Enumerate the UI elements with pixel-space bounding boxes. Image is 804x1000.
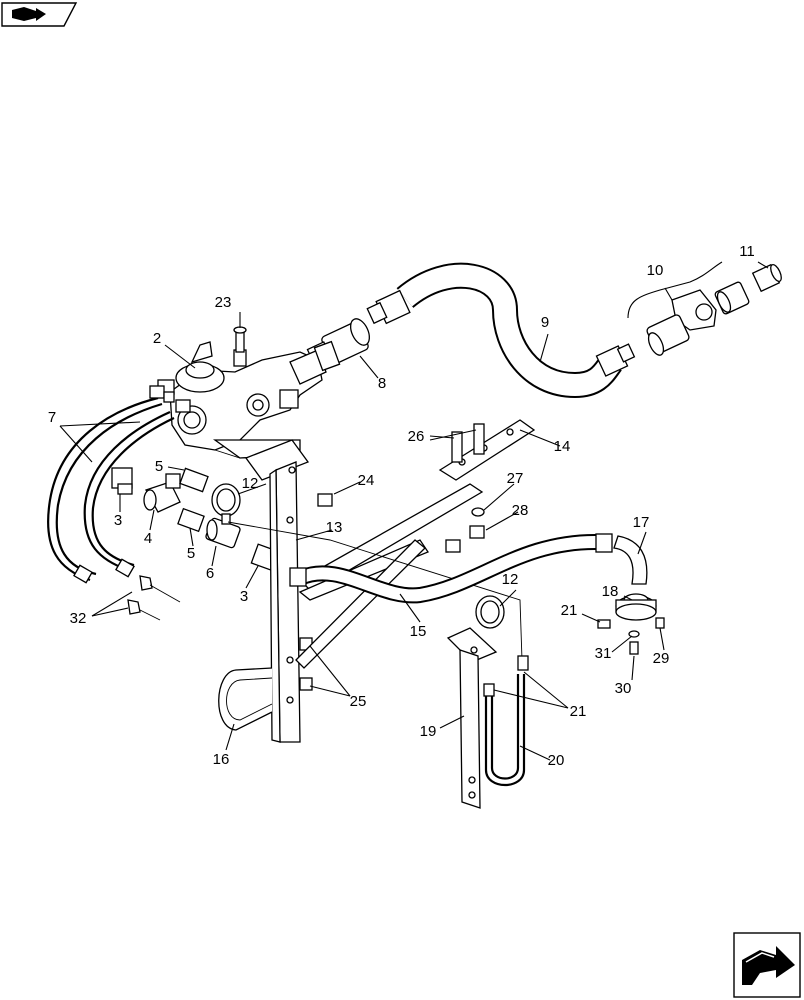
elbow-17 bbox=[613, 535, 648, 585]
callout-28: 28 bbox=[512, 502, 529, 519]
tee-fitting-4 bbox=[143, 473, 181, 513]
callout-15: 15 bbox=[410, 623, 427, 640]
washer-27 bbox=[471, 507, 485, 517]
callout-12: 12 bbox=[502, 571, 519, 588]
hose-7 bbox=[47, 385, 181, 621]
callout-13: 13 bbox=[326, 519, 343, 536]
callout-30: 30 bbox=[615, 680, 632, 697]
callout-18: 18 bbox=[602, 583, 619, 600]
callout-labels: 2237534563321213248910112614272817121821… bbox=[48, 243, 755, 769]
tube-20 bbox=[483, 655, 529, 786]
callout-5: 5 bbox=[187, 545, 195, 562]
next-page-icon[interactable] bbox=[733, 932, 801, 998]
post-mount bbox=[244, 439, 310, 743]
callout-25: 25 bbox=[350, 693, 367, 710]
callout-21: 21 bbox=[561, 602, 578, 619]
fitting-3a bbox=[111, 467, 133, 495]
fitting-5b bbox=[177, 507, 205, 533]
callout-16: 16 bbox=[213, 751, 230, 768]
fitting-5a bbox=[179, 467, 209, 493]
fitting-6 bbox=[205, 517, 241, 549]
washer-31 bbox=[628, 630, 640, 638]
manifold-18 bbox=[615, 593, 657, 621]
callout-26: 26 bbox=[408, 428, 425, 445]
callout-14: 14 bbox=[554, 438, 571, 455]
callout-4: 4 bbox=[144, 530, 152, 547]
callout-5: 5 bbox=[155, 458, 163, 475]
fitting-11 bbox=[751, 263, 782, 293]
callout-9: 9 bbox=[541, 314, 549, 331]
callout-6: 6 bbox=[206, 565, 214, 582]
callout-29: 29 bbox=[653, 650, 670, 667]
stand-19 bbox=[446, 627, 498, 809]
support-arm bbox=[295, 483, 484, 669]
prev-page-icon[interactable] bbox=[1, 2, 78, 27]
callout-10: 10 bbox=[647, 262, 664, 279]
gauge-12b bbox=[475, 595, 505, 629]
callout-7: 7 bbox=[48, 409, 56, 426]
plug-29 bbox=[655, 617, 665, 629]
nut-small bbox=[445, 539, 461, 553]
leader-lines bbox=[59, 261, 769, 761]
hose-9 bbox=[366, 262, 636, 399]
tube-13 bbox=[227, 521, 523, 661]
u-bolt-16 bbox=[218, 667, 273, 731]
bolt-26 bbox=[451, 423, 485, 463]
callout-21: 21 bbox=[570, 703, 587, 720]
callout-27: 27 bbox=[507, 470, 524, 487]
callout-31: 31 bbox=[595, 645, 612, 662]
gauge-12a bbox=[211, 483, 241, 525]
nut-24 bbox=[317, 493, 333, 507]
callout-11: 11 bbox=[739, 243, 755, 260]
callout-8: 8 bbox=[378, 375, 386, 392]
hose-15 bbox=[289, 533, 613, 604]
fitting-21a bbox=[597, 619, 611, 629]
callout-19: 19 bbox=[420, 723, 437, 740]
callout-2: 2 bbox=[153, 330, 161, 347]
callout-3: 3 bbox=[114, 512, 122, 529]
callout-32: 32 bbox=[70, 610, 87, 627]
callout-3: 3 bbox=[240, 588, 248, 605]
coupler-assembly-10 bbox=[627, 261, 750, 356]
callout-23: 23 bbox=[215, 294, 232, 311]
callout-20: 20 bbox=[548, 752, 565, 769]
callout-12: 12 bbox=[242, 475, 259, 492]
nut-28 bbox=[469, 525, 485, 539]
callout-24: 24 bbox=[358, 472, 375, 489]
callout-17: 17 bbox=[633, 514, 650, 531]
plug-30 bbox=[629, 641, 639, 655]
